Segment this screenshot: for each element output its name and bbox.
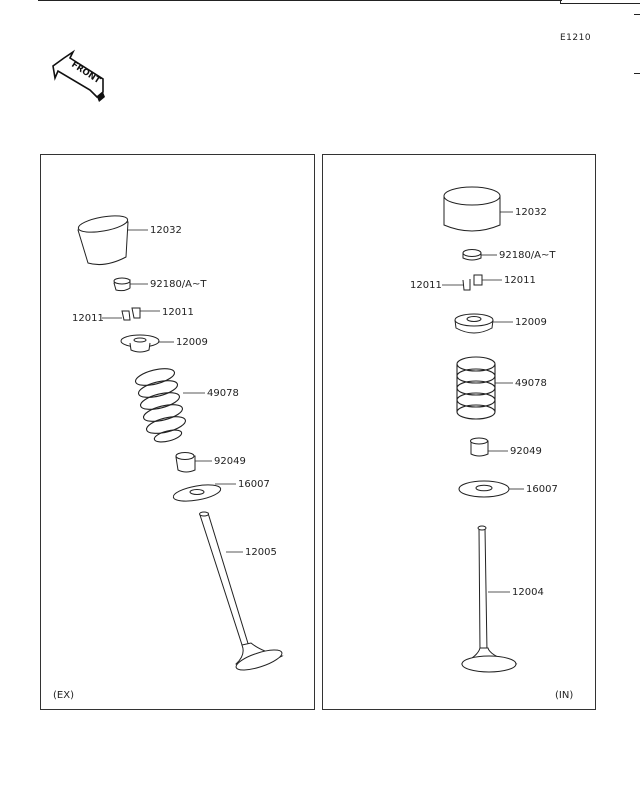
ex-label-tappet: 12032 [150,225,182,236]
in-spring-seat [458,480,510,498]
in-label-spring: 49078 [515,378,547,389]
in-retainers [462,274,483,291]
ex-retainers [121,307,141,321]
in-valve [460,525,518,673]
ex-label-spring-seat: 16007 [238,479,270,490]
in-shim [462,249,482,261]
ex-label-valve: 12005 [245,547,277,558]
ex-label-spring-retainer: 12009 [176,337,208,348]
in-label-valve-seal: 92049 [510,446,542,457]
in-label-retainer-right: 12011 [504,275,536,286]
exhaust-panel [40,154,315,710]
in-label-shim: 92180/A~T [499,250,556,261]
in-label-retainer-left: 12011 [410,280,442,291]
ex-valve [199,511,284,671]
in-label-spring-retainer: 12009 [515,317,547,328]
in-valve-seal [470,437,489,457]
margin-mark-bottom [634,73,640,74]
header-tab [560,0,640,4]
in-tappet [443,186,501,232]
in-spring-retainer [454,313,494,334]
ex-label-retainer-left: 12011 [72,313,104,324]
front-arrow-icon: FRONT [52,49,105,102]
ex-spring-retainer [120,334,160,353]
ex-tappet [77,215,129,265]
in-spring [456,356,496,420]
ex-label-retainer-right: 12011 [162,307,194,318]
ex-section-label: (EX) [53,690,74,701]
margin-mark-top [634,14,640,15]
ex-valve-seal [175,452,196,473]
in-label-spring-seat: 16007 [526,484,558,495]
in-section-label: (IN) [555,690,573,701]
ex-spring [134,368,187,443]
ex-spring-seat [172,484,222,502]
in-label-valve: 12004 [512,587,544,598]
in-label-tappet: 12032 [515,207,547,218]
ex-label-shim: 92180/A~T [150,279,207,290]
ex-shim [113,277,131,292]
intake-panel [322,154,596,710]
ex-label-valve-seal: 92049 [214,456,246,467]
ex-label-spring: 49078 [207,388,239,399]
diagram-code: E1210 [560,33,592,43]
header-rule [38,0,562,1]
